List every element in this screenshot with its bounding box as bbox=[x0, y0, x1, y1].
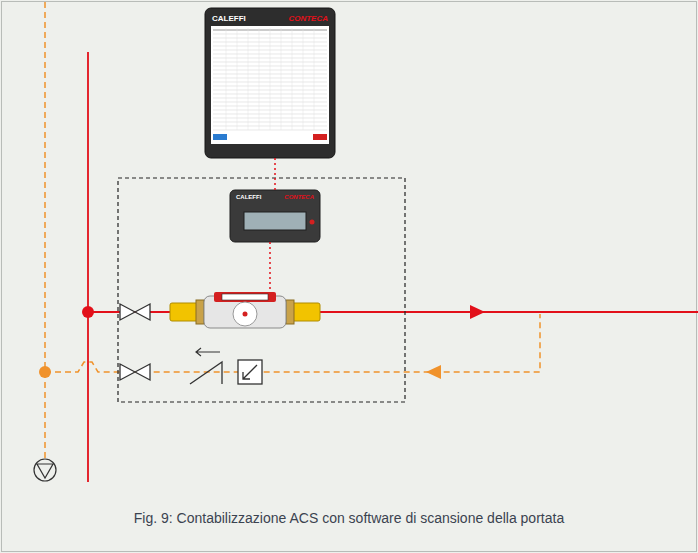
table-column bbox=[314, 28, 315, 130]
junction-dot bbox=[39, 366, 51, 378]
screen-button bbox=[213, 134, 227, 140]
return-riser bbox=[44, 2, 46, 458]
device-node: CALEFFI CONTECA bbox=[230, 190, 320, 242]
table-column bbox=[303, 28, 304, 130]
table-column bbox=[248, 28, 249, 130]
signal-line bbox=[269, 242, 271, 291]
table-column bbox=[270, 28, 271, 130]
module-boundary bbox=[118, 178, 405, 402]
brand-label: CALEFFI bbox=[212, 15, 246, 23]
table-column bbox=[226, 28, 227, 130]
junction-dot bbox=[82, 306, 94, 318]
meter-digits bbox=[222, 294, 268, 300]
table-column bbox=[292, 28, 293, 130]
meter-register bbox=[214, 292, 276, 302]
signal-connector bbox=[274, 158, 276, 190]
monitor-screen bbox=[211, 26, 329, 144]
counter-device bbox=[230, 190, 320, 242]
pump-symbol bbox=[37, 464, 53, 478]
monitor bbox=[205, 8, 335, 158]
flow-arrow bbox=[426, 365, 441, 379]
hot-riser bbox=[87, 52, 89, 482]
monitor-node: CALEFFI CONTECA bbox=[205, 8, 335, 158]
table-column bbox=[281, 28, 282, 130]
meter-nut bbox=[286, 300, 294, 324]
flow-arrow bbox=[470, 305, 485, 319]
device-display bbox=[244, 212, 306, 230]
brand-label: CALEFFI bbox=[236, 194, 261, 200]
sensor-symbol bbox=[238, 360, 262, 384]
meter-dial bbox=[243, 312, 248, 317]
check-valve-arrow bbox=[196, 348, 220, 356]
meter-dial bbox=[233, 302, 257, 326]
product-label: CONTECA bbox=[284, 194, 314, 200]
sensor-symbol bbox=[243, 365, 257, 379]
valve-symbol bbox=[120, 304, 150, 320]
product-label: CONTECA bbox=[288, 15, 328, 23]
screen-table bbox=[213, 28, 327, 130]
valve-symbol bbox=[120, 364, 150, 380]
figure-caption: Fig. 9: Contabilizzazione ACS con softwa… bbox=[0, 510, 698, 526]
table-column bbox=[237, 28, 238, 130]
pump-symbol bbox=[34, 459, 56, 481]
check-valve-symbol bbox=[190, 362, 222, 384]
device-led bbox=[310, 220, 315, 225]
meter-nut bbox=[196, 300, 204, 324]
screen-button bbox=[313, 134, 327, 140]
table-column bbox=[259, 28, 260, 130]
